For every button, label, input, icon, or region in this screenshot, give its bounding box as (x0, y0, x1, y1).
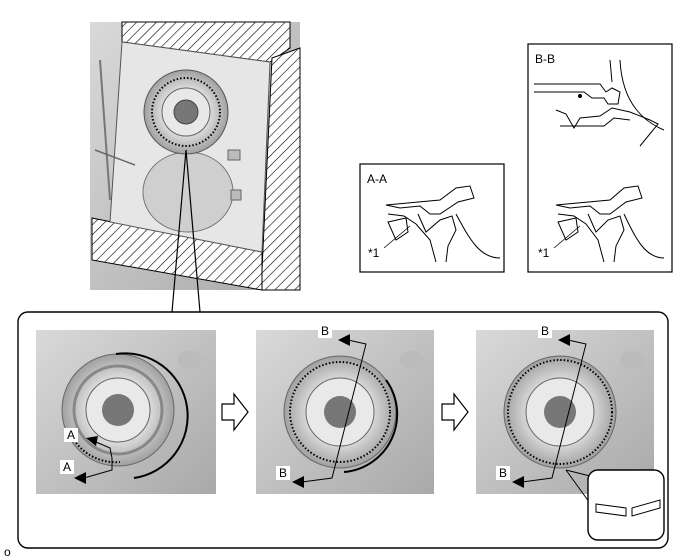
leader-line (171, 149, 187, 313)
arrow-label-b-bottom: B (279, 466, 287, 480)
dotted-seal-ring (289, 361, 391, 463)
step-arrow-icon (441, 392, 469, 432)
step2-photo: B B (256, 324, 434, 494)
seal-outline-arc (343, 379, 399, 473)
leader-line (185, 149, 201, 313)
arrow-label-b-top-3: B (541, 324, 549, 338)
arrow-label-a-top: A (67, 428, 75, 442)
arrow-label-b-bottom-3: B (499, 466, 507, 480)
step3-photo: B B (476, 324, 654, 494)
corner-mark: o (4, 545, 11, 559)
section-bb-title: B-B (535, 52, 555, 66)
seal-outline-arc (115, 352, 189, 479)
arrow-label-a-bottom: A (63, 460, 71, 474)
section-bb-box: B-B *1 (527, 43, 673, 273)
step-arrow-icon (221, 392, 249, 432)
dotted-seal-ring (151, 77, 221, 147)
dotted-seal-ring (507, 359, 613, 465)
callout-1-aa: *1 (368, 246, 380, 260)
step1-photo: A A (36, 330, 216, 494)
overview-photo (90, 21, 301, 291)
callout-1-bb: *1 (538, 246, 550, 260)
section-aa-title: A-A (367, 172, 387, 186)
magnified-inset (565, 469, 665, 541)
section-aa-box: A-A *1 (359, 163, 505, 273)
arrow-label-b-top: B (321, 324, 329, 338)
